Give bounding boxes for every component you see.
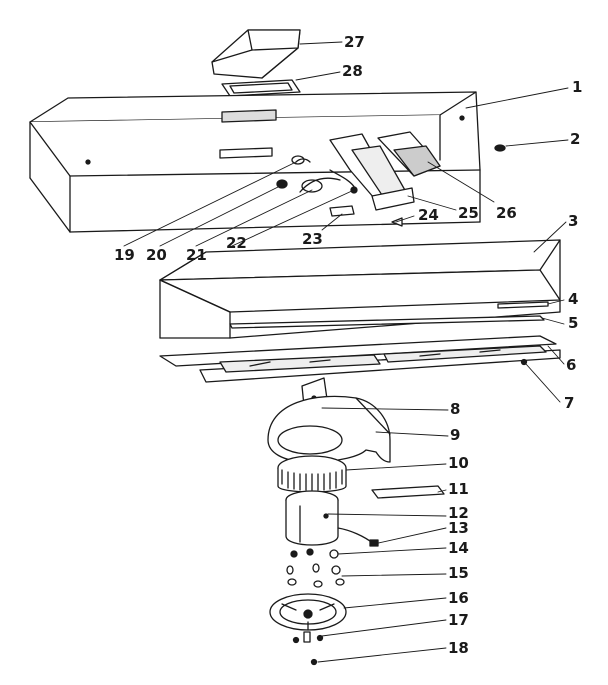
- motor-mount-hardware: [286, 548, 345, 588]
- callout-5: 5: [568, 314, 579, 332]
- callout-15: 15: [448, 564, 469, 582]
- callout-7: 7: [564, 394, 575, 412]
- callout-20: 20: [146, 246, 167, 264]
- callout-19: 19: [114, 246, 135, 264]
- callout-2: 2: [570, 130, 581, 148]
- callout-27: 27: [344, 33, 365, 51]
- callout-1: 1: [572, 78, 583, 96]
- duct-transition: [211, 29, 301, 79]
- duct-gasket: [221, 79, 301, 97]
- hood-cover: [159, 239, 561, 339]
- callout-16: 16: [448, 589, 469, 607]
- callout-17: 17: [448, 611, 469, 629]
- callout-9: 9: [450, 426, 461, 444]
- blower-housing: [267, 395, 391, 463]
- callout-28: 28: [342, 62, 363, 80]
- callout-4: 4: [568, 290, 579, 308]
- motor-mount-ring: [269, 593, 347, 631]
- callout-23: 23: [302, 230, 323, 248]
- callout-10: 10: [448, 454, 469, 472]
- leader-lines: [123, 41, 569, 663]
- callout-3: 3: [568, 212, 579, 230]
- callout-14: 14: [448, 539, 469, 557]
- callout-21: 21: [186, 246, 207, 264]
- callout-6: 6: [566, 356, 577, 374]
- callout-25: 25: [458, 204, 479, 222]
- hood-housing: [29, 91, 481, 233]
- callout-12: 12: [448, 504, 469, 522]
- control-bracket-assembly: [329, 131, 441, 211]
- callout-11: 11: [448, 480, 469, 498]
- callout-22: 22: [226, 234, 247, 252]
- callout-26: 26: [496, 204, 517, 222]
- wiring-harness: [276, 155, 358, 194]
- callout-24: 24: [418, 206, 439, 224]
- filter-clip: [329, 205, 355, 217]
- light-lens-strip: [497, 301, 549, 309]
- callout-13: 13: [448, 519, 469, 537]
- blower-wheel: [277, 455, 347, 493]
- callout-8: 8: [450, 400, 461, 418]
- blower-motor: [285, 490, 379, 547]
- filter-screw: [520, 358, 528, 366]
- side-screw: [494, 144, 506, 152]
- trim-strip: [229, 315, 545, 329]
- fastener-set: [292, 631, 324, 666]
- grease-filter-panel: [159, 335, 561, 383]
- callout-18: 18: [448, 639, 469, 657]
- motor-plate: [371, 485, 445, 499]
